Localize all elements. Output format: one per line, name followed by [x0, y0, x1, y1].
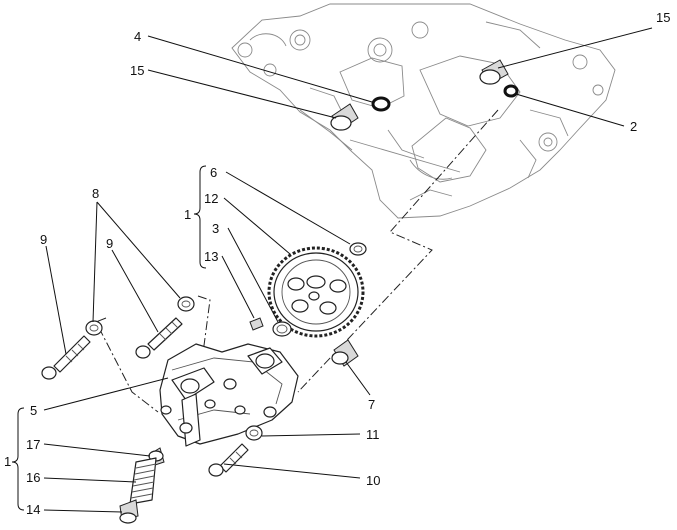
bush-15-left: [330, 103, 359, 131]
leader-13: [221, 255, 255, 319]
screw-9-left: [41, 335, 91, 380]
screw-10: [208, 443, 249, 477]
label-1-upper: 1: [184, 207, 191, 222]
leader-8-b: [96, 201, 181, 299]
label-3: 3: [212, 221, 219, 236]
crankcase-half: [231, 3, 616, 219]
plug-14: [119, 499, 139, 524]
label-16: 16: [26, 470, 40, 485]
leader-14: [43, 509, 123, 513]
o-ring-2: [503, 84, 519, 98]
o-ring-4: [371, 96, 391, 112]
leader-7: [345, 361, 371, 396]
bush-7: [331, 339, 359, 367]
leader-8-a: [92, 201, 98, 323]
bush-15-right: [479, 59, 509, 85]
label-14: 14: [26, 502, 40, 517]
label-9-right: 9: [106, 236, 113, 251]
washer-8-left: [85, 320, 103, 336]
label-2: 2: [630, 119, 637, 134]
label-7: 7: [368, 397, 375, 412]
label-17: 17: [26, 437, 40, 452]
leader-16: [43, 477, 137, 483]
label-10: 10: [366, 473, 380, 488]
label-6: 6: [210, 165, 217, 180]
washer-8-right: [177, 296, 195, 312]
leader-15-left: [147, 69, 337, 119]
leader-12: [223, 197, 291, 255]
screw-9-right: [135, 317, 183, 359]
leader-17: [43, 443, 151, 457]
label-4: 4: [134, 29, 141, 44]
label-5: 5: [30, 403, 37, 418]
label-12: 12: [204, 191, 218, 206]
oil-pump-body-5: [159, 343, 299, 447]
leader-2: [515, 93, 625, 127]
washer-6: [349, 242, 367, 256]
label-13: 13: [204, 249, 218, 264]
leader-6: [225, 171, 351, 245]
label-9-left: 9: [40, 232, 47, 247]
label-11: 11: [366, 427, 380, 442]
washer-11: [245, 425, 263, 441]
drive-gear-12: [267, 246, 365, 338]
assembly-centerlines: [95, 109, 499, 413]
label-15-right: 15: [656, 10, 670, 25]
leader-11: [261, 433, 361, 437]
leader-9-right: [111, 249, 159, 333]
label-8: 8: [92, 186, 99, 201]
leader-15-right: [497, 27, 653, 69]
leader-10: [223, 463, 361, 479]
leader-4: [147, 35, 373, 103]
leader-lines: [43, 27, 653, 513]
brace-group-upper: [193, 165, 207, 269]
leader-9-left: [45, 245, 67, 355]
leader-5: [43, 377, 169, 411]
key-13: [249, 317, 264, 331]
label-1-lower: 1: [4, 454, 11, 469]
relief-valve-spring-16: [129, 457, 157, 505]
leader-3: [227, 227, 279, 323]
circlip-3: [272, 321, 292, 337]
brace-group-lower: [11, 407, 25, 511]
label-15-left: 15: [130, 63, 144, 78]
